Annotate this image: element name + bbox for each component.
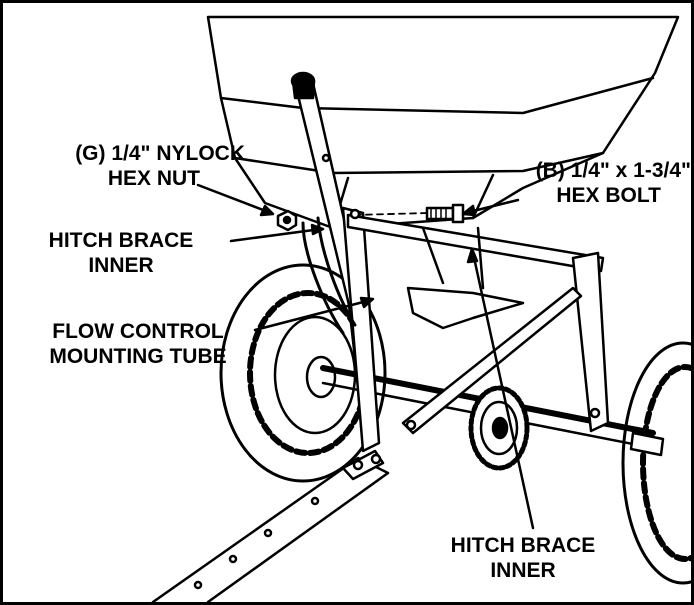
hex-nut-hardware bbox=[276, 209, 298, 232]
label-hex-bolt-line2: HEX BOLT bbox=[556, 184, 661, 207]
left-wheel bbox=[219, 263, 387, 483]
leader-arrows bbox=[196, 183, 535, 530]
label-flow-control-line1: FLOW CONTROL bbox=[52, 320, 224, 343]
leader-hitch-brace-upper bbox=[229, 227, 323, 243]
right-leg bbox=[571, 251, 610, 433]
label-hex-bolt-line1: (B) 1/4" x 1-3/4" bbox=[535, 159, 691, 182]
label-hitch-brace-upper-line1: HITCH BRACE bbox=[48, 229, 194, 252]
hitch-brace-rods bbox=[401, 286, 583, 435]
leader-nylock-nut bbox=[196, 183, 273, 215]
hex-bolt-hardware bbox=[425, 203, 465, 224]
right-wheel bbox=[621, 341, 691, 585]
flow-plate bbox=[406, 226, 525, 330]
label-nylock-nut: (G) 1/4" NYLOCK HEX NUT bbox=[20, 141, 245, 191]
label-hitch-brace-lower-line2: INNER bbox=[490, 559, 556, 582]
label-hitch-brace-upper: HITCH BRACE INNER bbox=[31, 228, 211, 278]
leader-flow-control bbox=[253, 298, 373, 332]
label-flow-control: FLOW CONTROL MOUNTING TUBE bbox=[23, 319, 253, 369]
spreader-illustration bbox=[151, 15, 691, 602]
hitch-tube bbox=[151, 449, 390, 602]
label-flow-control-line2: MOUNTING TUBE bbox=[49, 345, 227, 368]
label-nylock-nut-line2: HEX NUT bbox=[107, 167, 200, 190]
label-nylock-nut-line1: (G) 1/4" NYLOCK bbox=[75, 142, 245, 165]
gear bbox=[468, 385, 530, 471]
leader-hitch-brace-lower bbox=[471, 251, 535, 530]
label-hitch-brace-lower: HITCH BRACE INNER bbox=[428, 533, 618, 583]
label-hitch-brace-upper-line2: INNER bbox=[88, 254, 154, 277]
label-hex-bolt: (B) 1/4" x 1-3/4" HEX BOLT bbox=[487, 158, 691, 208]
cross-brace bbox=[346, 213, 605, 273]
label-hitch-brace-lower-line1: HITCH BRACE bbox=[450, 534, 596, 557]
alignment-dashed-line bbox=[354, 212, 428, 216]
